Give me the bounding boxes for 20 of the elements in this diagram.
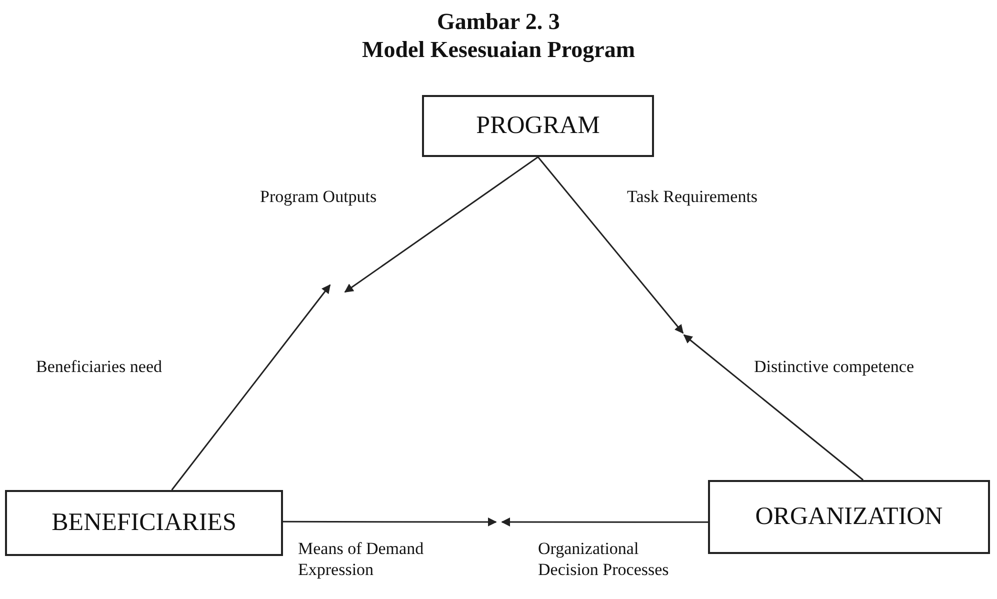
subtitle: Model Kesesuaian Program: [361, 36, 636, 64]
box: [422, 95, 654, 157]
node-label: ORGANIZATION: [755, 503, 943, 531]
arrow: [537, 156, 684, 334]
edge-label: Program Outputs: [259, 186, 378, 207]
box: [5, 490, 283, 556]
arrow: [171, 284, 331, 490]
edge-label: Means of Demand Expression: [297, 538, 425, 580]
node-label: BENEFICIARIES: [52, 509, 236, 537]
box: [708, 480, 990, 554]
edge-label: Distinctive competence: [753, 356, 916, 377]
arrow: [283, 518, 497, 526]
node-label: PROGRAM: [476, 112, 600, 140]
arrow: [683, 334, 864, 481]
edge-label: Task Requirements: [626, 186, 759, 207]
edge-label: Organizational Decision Processes: [537, 538, 670, 580]
title: Gambar 2. 3: [436, 8, 561, 36]
arrow: [344, 156, 538, 293]
arrow: [501, 518, 708, 526]
edge-label: Beneficiaries need: [35, 356, 164, 377]
